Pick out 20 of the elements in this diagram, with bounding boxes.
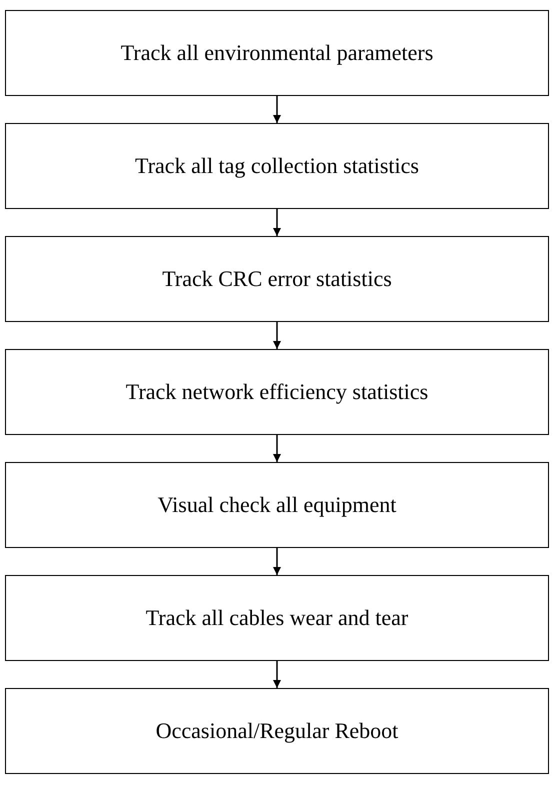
arrow [273,661,281,688]
process-box [5,688,549,774]
box-label: Track all cables wear and tear [146,605,408,631]
box-label: Track all environmental parameters [120,40,434,66]
box-label: Visual check all equipment [158,492,396,518]
arrow [273,322,281,349]
process-box [5,575,549,661]
arrow [273,209,281,236]
process-box [5,10,549,96]
box-label: Track network efficiency statistics [126,379,428,405]
box-label: Track CRC error statistics [162,266,392,292]
box-label: Track all tag collection statistics [135,153,419,179]
process-box [5,123,549,209]
arrow [273,548,281,575]
process-box [5,236,549,322]
process-box [5,462,549,548]
process-box [5,349,549,435]
arrow [273,96,281,123]
box-label: Occasional/Regular Reboot [156,718,398,744]
arrow [273,435,281,462]
